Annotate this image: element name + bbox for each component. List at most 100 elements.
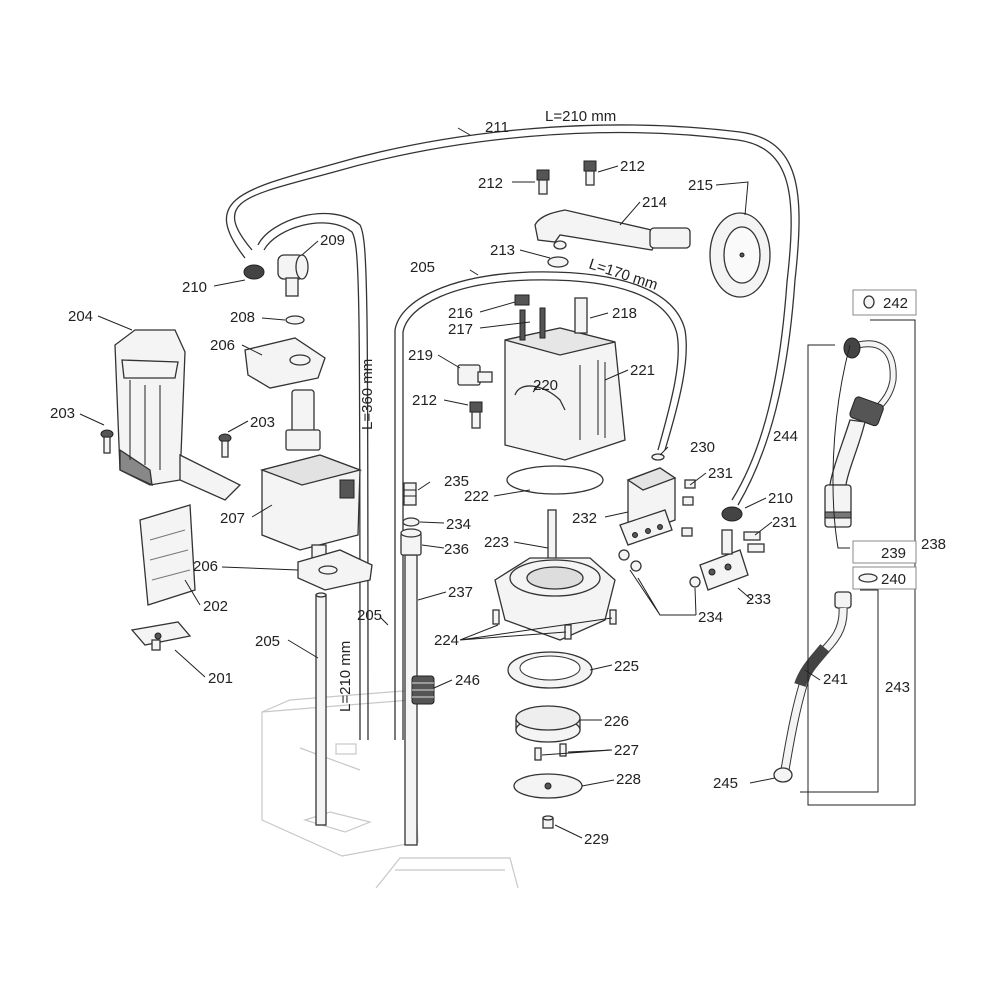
label-212-a: 212 <box>478 175 503 192</box>
label-233: 233 <box>746 591 771 608</box>
label-241: 241 <box>823 671 848 688</box>
label-223: 223 <box>484 534 509 551</box>
dimension-211: L=210 mm <box>545 108 616 125</box>
label-222: 222 <box>464 488 489 505</box>
label-232: 232 <box>572 510 597 527</box>
fitting-246 <box>411 675 435 705</box>
oring-234 <box>402 517 420 527</box>
disc-215 <box>709 212 771 298</box>
circuit-board-202 <box>139 504 196 606</box>
label-214: 214 <box>642 194 667 211</box>
gasket-225 <box>507 651 593 689</box>
bracket-244 <box>832 344 851 549</box>
support-206-bottom <box>297 549 373 591</box>
dimension-205-arc: L=170 mm <box>587 256 660 294</box>
label-238: 238 <box>921 536 946 553</box>
label-242: 242 <box>883 295 908 312</box>
orings-234 <box>618 549 701 588</box>
screws-224 <box>492 609 617 640</box>
label-219: 219 <box>408 347 433 364</box>
oring-230 <box>651 453 665 461</box>
clip-210-right <box>721 506 743 522</box>
label-230: 230 <box>690 439 715 456</box>
screw-212-a <box>536 169 550 195</box>
label-237: 237 <box>448 584 473 601</box>
label-231-b: 231 <box>772 514 797 531</box>
label-206-top: 206 <box>210 337 235 354</box>
label-203-right: 203 <box>250 414 275 431</box>
label-216: 216 <box>448 305 473 322</box>
label-228: 228 <box>616 771 641 788</box>
label-234-small: 234 <box>446 516 471 533</box>
oring-208 <box>285 315 305 325</box>
water-tank-ghost <box>261 689 519 889</box>
fitting-235 <box>403 482 417 506</box>
label-226: 226 <box>604 713 629 730</box>
label-212-b: 212 <box>620 158 645 175</box>
label-225: 225 <box>614 658 639 675</box>
label-213: 213 <box>490 242 515 259</box>
label-207: 207 <box>220 510 245 527</box>
label-204: 204 <box>68 308 93 325</box>
tube-205-pump <box>257 212 369 741</box>
label-229: 229 <box>584 831 609 848</box>
label-245: 245 <box>713 775 738 792</box>
diffuser-226 <box>515 705 581 743</box>
leader-lines <box>79 127 821 839</box>
clip-210-left <box>243 264 265 280</box>
dimension-210-vertical: L=210 mm <box>337 641 354 712</box>
label-239: 239 <box>881 545 906 562</box>
label-231-a: 231 <box>708 465 733 482</box>
oring-213 <box>547 256 569 268</box>
box-239 <box>852 540 917 564</box>
label-210-right: 210 <box>768 490 793 507</box>
bracket-243 <box>800 589 879 793</box>
pump-207 <box>259 389 363 560</box>
label-221: 221 <box>630 362 655 379</box>
bracket-238 <box>807 319 916 806</box>
label-205-top: 205 <box>410 259 435 276</box>
label-243: 243 <box>885 679 910 696</box>
boiler-221 <box>504 297 626 461</box>
shower-screen-228 <box>513 773 583 799</box>
bracket-204 <box>114 329 242 501</box>
part-labels: 201 202 203 203 204 205 205 205 206 206 … <box>50 119 946 848</box>
tank-suction-pipe <box>315 592 327 826</box>
label-208: 208 <box>230 309 255 326</box>
label-211: 211 <box>485 119 509 136</box>
screws-231-right <box>743 531 765 553</box>
box-240 <box>852 566 917 590</box>
screw-203-right <box>218 433 232 458</box>
brew-head-223 <box>494 509 616 641</box>
label-236: 236 <box>444 541 469 558</box>
label-202: 202 <box>203 598 228 615</box>
screw-212-c <box>469 401 483 429</box>
gasket-222 <box>506 465 604 495</box>
nut-236 <box>400 528 422 556</box>
label-224: 224 <box>434 632 459 649</box>
sensor-219 <box>457 364 493 386</box>
label-227: 227 <box>614 742 639 759</box>
label-203-left: 203 <box>50 405 75 422</box>
screw-203-left <box>100 429 114 454</box>
label-218: 218 <box>612 305 637 322</box>
label-244: 244 <box>773 428 798 445</box>
screws-227 <box>534 743 567 761</box>
tube-205-arc <box>394 271 687 740</box>
label-215: 215 <box>688 177 713 194</box>
fitting-233 <box>699 529 749 591</box>
label-209: 209 <box>320 232 345 249</box>
label-246: 246 <box>455 672 480 689</box>
screws-231-left <box>681 479 696 537</box>
label-235: 235 <box>444 473 469 490</box>
label-212-c: 212 <box>412 392 437 409</box>
dimension-360: L=360 mm <box>359 359 376 430</box>
steam-pipe-214 <box>534 209 691 251</box>
label-234-group: 234 <box>698 609 723 626</box>
label-205-left: 205 <box>255 633 280 650</box>
fuse-216 <box>514 294 530 306</box>
label-220: 220 <box>533 377 558 394</box>
elbow-209 <box>277 254 309 297</box>
solenoid-valve-232 <box>619 467 677 546</box>
